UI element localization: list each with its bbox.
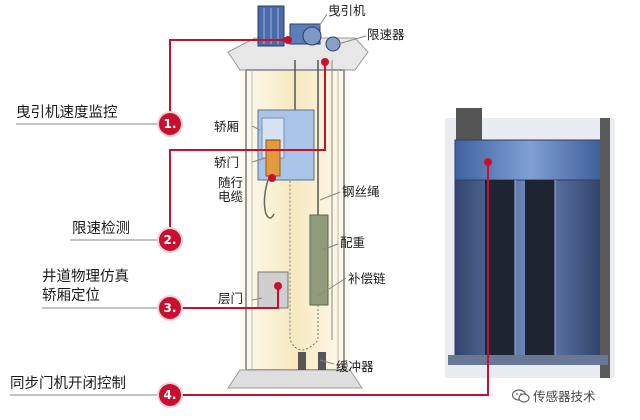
label-counterweight: 配重	[340, 235, 366, 250]
shaft-pit	[227, 369, 363, 389]
buffer-left	[298, 352, 306, 370]
callout-4-text: 同步门机开闭控制	[10, 376, 126, 392]
label-speed-limiter: 限速器	[367, 27, 405, 42]
watermark: 传感器技术	[512, 386, 596, 405]
counterweight	[309, 214, 329, 306]
callout-underlines	[10, 123, 160, 396]
label-landing-door: 层门	[218, 291, 244, 306]
callout-lines	[169, 39, 489, 396]
callout-1-text: 曳引机速度监控	[16, 105, 118, 121]
label-compensation-chain: 补偿链	[348, 271, 386, 286]
speed-limiter-wheel	[325, 36, 341, 52]
callout-badge-4: 4.	[159, 384, 181, 406]
watermark-text: 传感器技术	[533, 389, 596, 404]
label-leaders	[251, 13, 367, 365]
car-door	[265, 139, 281, 177]
label-wire-rope: 钢丝绳	[342, 184, 380, 199]
callout-badge-1: 1.	[159, 113, 181, 135]
label-traveling-cable: 随行 电缆	[218, 175, 244, 204]
label-car: 轿厢	[214, 119, 240, 134]
callout-dots	[268, 36, 492, 290]
callout-3-text: 井道物理仿真 轿厢定位	[42, 269, 129, 304]
label-car-door: 轿门	[214, 155, 240, 170]
landing-door	[257, 271, 289, 309]
callout-badge-3: 3.	[159, 297, 181, 319]
label-buffer: 缓冲器	[336, 359, 374, 374]
callout-2-text: 限速检测	[72, 221, 130, 237]
door-operator-photo	[445, 108, 615, 378]
label-traction-machine: 曳引机	[328, 3, 366, 18]
wechat-icon	[512, 389, 530, 403]
callout-badge-2: 2.	[159, 229, 181, 251]
